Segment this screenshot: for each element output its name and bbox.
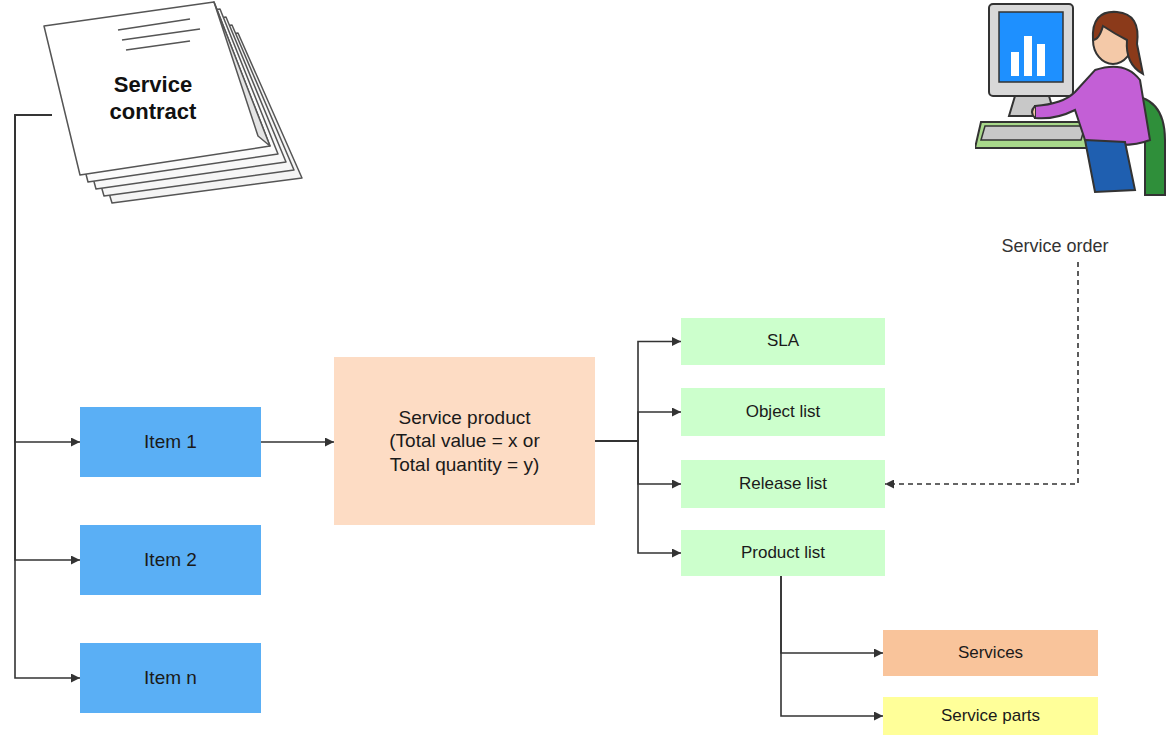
services-box: Services [883,630,1098,676]
connector-arrow [781,576,883,716]
node-label: Service product (Total value = x or Tota… [382,406,547,476]
list-box: SLA [681,318,885,365]
node-label: SLA [767,331,799,352]
list-box: Release list [681,460,885,508]
person-illustration [975,0,1169,205]
node-label: Service order [1001,236,1108,258]
list-box: Product list [681,530,885,576]
dashed-connector [885,262,1078,484]
service-product-box: Service product (Total value = x or Tota… [334,357,595,525]
node-label: Item 1 [144,430,197,453]
item-box: Item 1 [80,407,261,477]
connector-arrow [15,115,80,560]
connector-arrow [15,115,80,442]
node-label: Services [958,643,1023,664]
list-box: Object list [681,388,885,436]
node-label: Item n [144,666,197,689]
node-label: Product list [741,543,825,564]
connector-arrow [595,441,681,553]
connector-arrow [15,115,80,678]
node-label: Release list [739,474,827,495]
connector-arrow [595,412,681,441]
connector-arrow [595,342,681,442]
node-label: Item 2 [144,548,197,571]
item-box: Item 2 [80,525,261,595]
node-label: Service parts [941,706,1040,727]
service-parts-box: Service parts [883,697,1098,735]
actor-node: Service order [945,0,1165,262]
node-label: Service contract [98,72,208,126]
item-box: Item n [80,643,261,713]
connector-arrow [781,576,883,653]
document-node: Service contract [40,0,315,200]
node-label: Object list [746,402,821,423]
connector-arrow [261,441,334,443]
